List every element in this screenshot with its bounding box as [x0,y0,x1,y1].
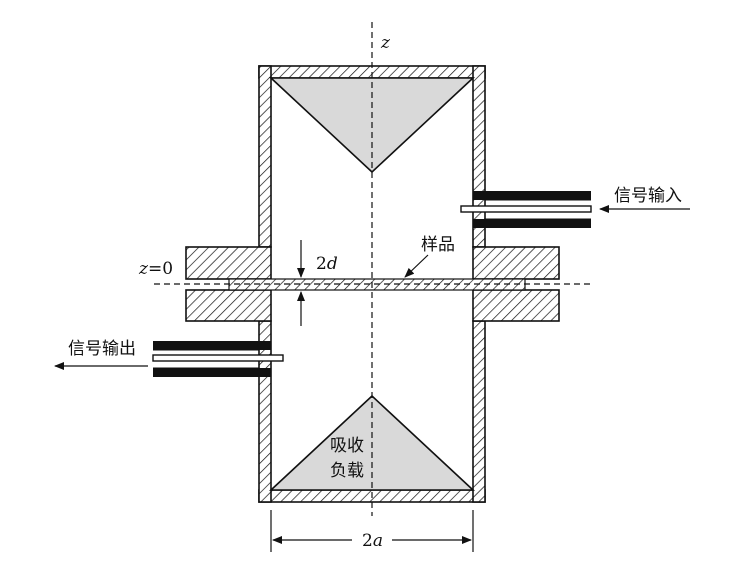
left-flange-upper [185,246,272,280]
flanges [185,246,560,322]
width-label: 2a [362,531,383,551]
output-coax [152,341,284,377]
input-coax [460,191,592,228]
load-label-line2: 负载 [330,461,364,481]
sample-label: 样品 [421,235,455,255]
load-label-line1: 吸收 [330,436,364,456]
sample-leader-line [404,254,429,278]
input-label: 信号输入 [614,186,682,206]
output-label: 信号输出 [68,339,136,359]
left-flange-lower [185,289,272,322]
right-flange-lower [472,289,560,322]
z-axis-label: z [380,33,391,53]
right-wall-lower [472,320,486,503]
cavity-walls [258,65,486,503]
right-flange-upper [472,246,560,280]
z0-label: z=0 [138,259,173,279]
left-wall-upper [258,65,272,248]
gap-label: 2d [316,254,338,274]
